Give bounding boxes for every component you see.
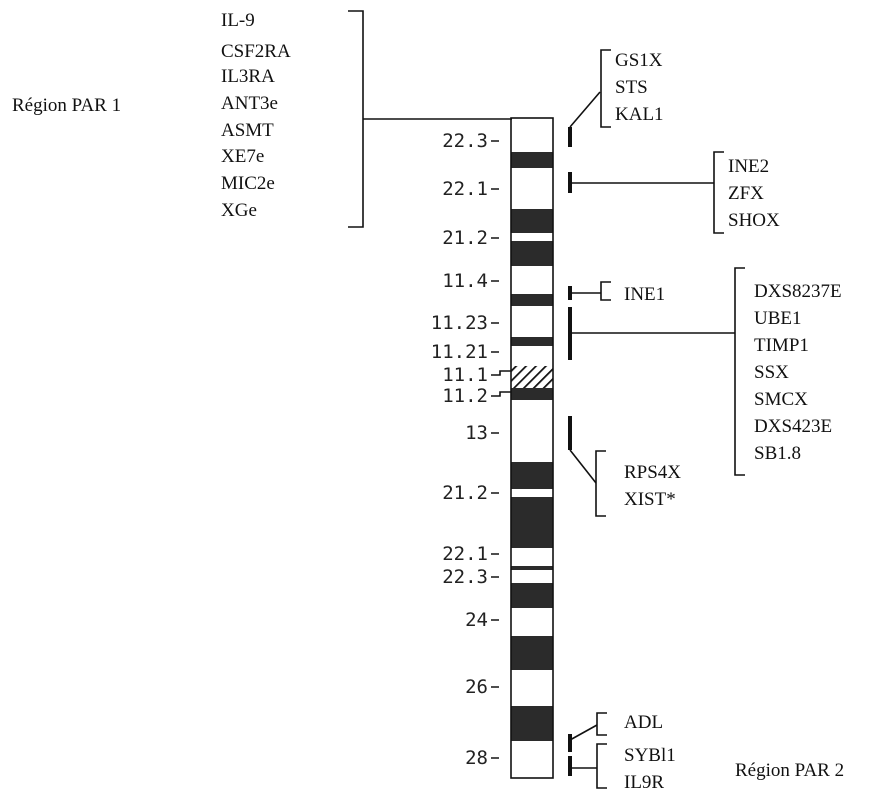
- band-label: 22.3: [442, 130, 488, 152]
- gs1x-group-connector: [568, 49, 611, 147]
- dxs-gene-list: DXS8237E UBE1 TIMP1 SSX SMCX DXS423E SB1…: [754, 281, 842, 464]
- band-label: 11.1: [442, 364, 488, 386]
- band-label: 11.2: [442, 385, 488, 407]
- centromere-label-connector: [494, 370, 511, 376]
- chromosome-band-q26: [511, 670, 553, 706]
- gene-label: IL9R: [624, 772, 664, 793]
- gene-label: ANT3e: [221, 93, 278, 114]
- chromosome-band-q23: [511, 583, 553, 608]
- gene-label: XE7e: [221, 146, 264, 167]
- chromosome-band-q22-3: [511, 570, 553, 583]
- gene-label: INE2: [728, 156, 769, 177]
- gene-label: INE1: [624, 284, 665, 305]
- chromosome-band-p22-3: [511, 118, 553, 152]
- gene-label: KAL1: [615, 104, 664, 125]
- chromosome-band-q22-2: [511, 566, 553, 570]
- chromosome-band-p11-3: [511, 294, 553, 306]
- band-label: 22.3: [442, 566, 488, 588]
- band-labels: 22.322.121.211.411.2311.2111.111.21321.2…: [431, 130, 511, 769]
- ine1-group-connector: [568, 281, 611, 301]
- gene-label: ADL: [624, 712, 663, 733]
- rps4x-gene-list: RPS4X XIST*: [624, 462, 681, 510]
- chromosome-band-q21-3: [511, 497, 553, 548]
- chromosome-band-q25: [511, 636, 553, 670]
- chromosome-band-q12: [511, 400, 553, 416]
- chromosome-band-p21-3: [511, 209, 553, 233]
- gene-label: CSF2RA: [221, 41, 291, 62]
- chromosome-band-q11-2: [511, 388, 553, 400]
- band-label: 24: [465, 609, 488, 631]
- chromosome-band-q27: [511, 706, 553, 741]
- ine2-gene-list: INE2 ZFX SHOX: [728, 156, 780, 231]
- band-label: 22.1: [442, 178, 488, 200]
- band-label: 22.1: [442, 543, 488, 565]
- gene-label: ZFX: [728, 183, 764, 204]
- adl-group-connector: [568, 712, 607, 752]
- gene-label: IL3RA: [221, 66, 275, 87]
- band-label: 26: [465, 676, 488, 698]
- gene-label: MIC2e: [221, 173, 275, 194]
- gs1x-gene-list: GS1X STS KAL1: [615, 50, 664, 125]
- chromosome-band-q21-2: [511, 489, 553, 497]
- dxs-group-connector: [568, 267, 745, 476]
- chromosome-band-p11-1: [511, 366, 553, 377]
- gene-label: SYBl1: [624, 745, 676, 766]
- sybl1-group-connector: [568, 743, 607, 789]
- chromosome-band-p11-22: [511, 337, 553, 346]
- chromosome-ideogram: [510, 117, 554, 779]
- band-label: 13: [465, 422, 488, 444]
- gene-label: UBE1: [754, 308, 802, 329]
- chromosome-band-p21-1: [511, 241, 553, 266]
- gene-label: TIMP1: [754, 335, 809, 356]
- chromosome-band-q11-1: [511, 377, 553, 388]
- band-label: 21.2: [442, 227, 488, 249]
- gene-label: GS1X: [615, 50, 663, 71]
- band-label: 28: [465, 747, 488, 769]
- gene-label: SMCX: [754, 389, 808, 410]
- chromosome-band-q28: [511, 741, 553, 778]
- chromosome-band-q24: [511, 608, 553, 636]
- chromosome-outline: [510, 117, 554, 779]
- gene-label: SSX: [754, 362, 789, 383]
- gene-label: SB1.8: [754, 443, 801, 464]
- chromosome-band-p22-2: [511, 152, 553, 168]
- gene-label: RPS4X: [624, 462, 681, 483]
- region-par1-label: Région PAR 1: [12, 95, 121, 116]
- chromosome-band-q22-1: [511, 548, 553, 566]
- chromosome-band-p11-23: [511, 306, 553, 337]
- gene-label: STS: [615, 77, 648, 98]
- band-label: 11.4: [442, 270, 488, 292]
- gene-label: ASMT: [221, 120, 274, 141]
- chromosome-band-p21-2: [511, 233, 553, 241]
- rps4x-group-connector: [568, 416, 606, 517]
- band-label: 11.23: [431, 312, 488, 334]
- gene-label: XIST*: [624, 489, 676, 510]
- gene-label: DXS423E: [754, 416, 832, 437]
- gene-label: DXS8237E: [754, 281, 842, 302]
- gene-label: XGe: [221, 200, 257, 221]
- chromosome-band-p11-4: [511, 266, 553, 294]
- region-par2-label: Région PAR 2: [735, 760, 844, 781]
- band-label: 21.2: [442, 482, 488, 504]
- chromosome-band-q21-1: [511, 462, 553, 489]
- chromosome-band-q13: [511, 416, 553, 462]
- sybl1-gene-list: SYBl1 IL9R: [624, 745, 676, 793]
- gene-label: SHOX: [728, 210, 780, 231]
- ine2-group-connector: [568, 151, 724, 234]
- chromosome-band-p22-1: [511, 168, 553, 209]
- par1-bracket: [348, 10, 512, 228]
- band-label: 11.21: [431, 341, 488, 363]
- par1-gene-list: IL-9 CSF2RA IL3RA ANT3e ASMT XE7e MIC2e …: [221, 10, 291, 221]
- gene-label: IL-9: [221, 10, 255, 31]
- centromere-label-connector: [494, 391, 511, 397]
- chromosome-band-p11-21: [511, 346, 553, 366]
